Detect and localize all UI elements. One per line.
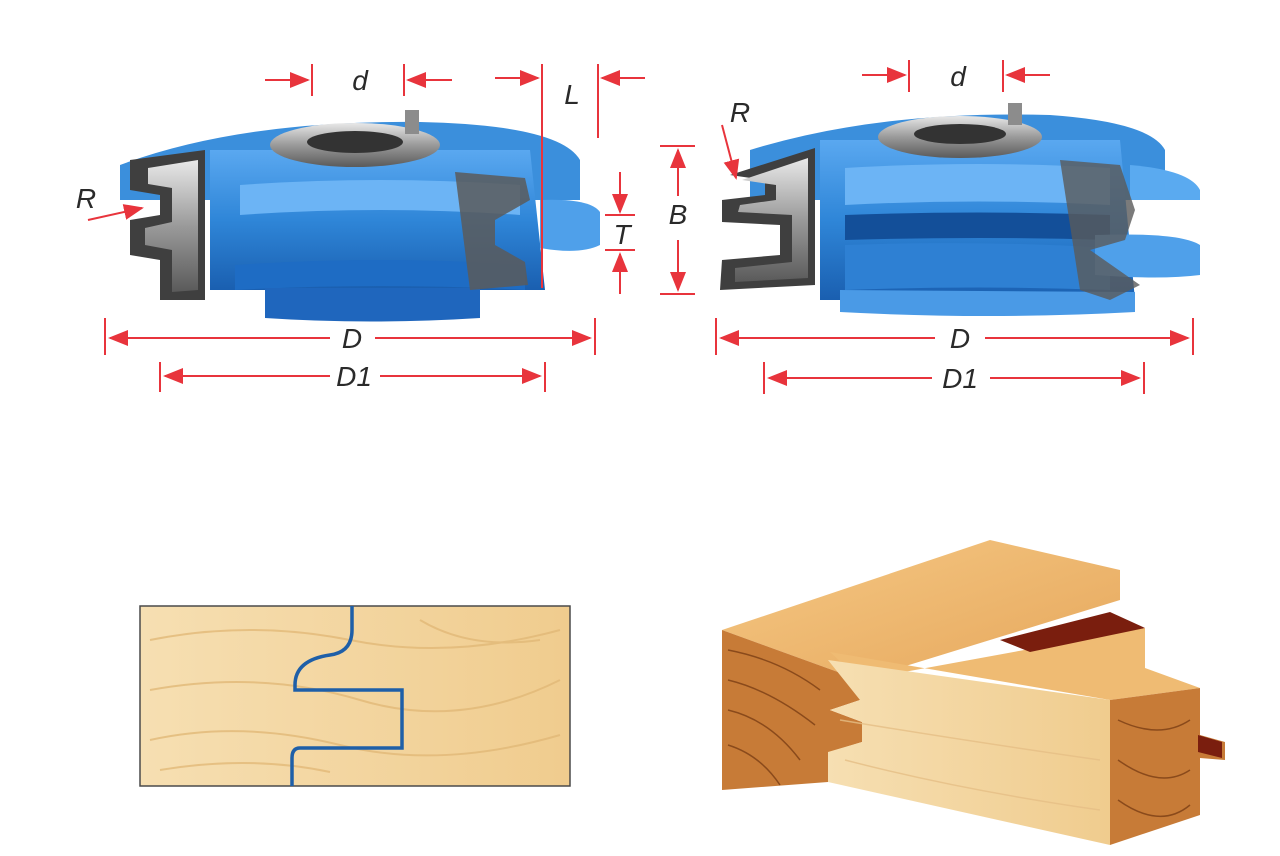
left-dimension-labels: d L R T D D1: [76, 65, 633, 392]
right-cutter-body: [720, 103, 1200, 316]
left-cutter-body: [120, 110, 600, 322]
right-label-cut-height: B: [669, 199, 688, 230]
right-label-bore: d: [950, 61, 967, 92]
tongue-groove-profile-icon: [139, 605, 571, 787]
wood-joint-3d-icon: [722, 540, 1225, 845]
right-label-inner-diameter: D1: [942, 363, 978, 394]
left-label-inner-diameter: D1: [336, 361, 372, 392]
left-cutter: d L R T D D1: [76, 64, 645, 392]
left-dimensions: [87, 64, 645, 392]
right-label-radius: R: [730, 97, 750, 128]
right-dimension-labels: d R B D D1: [669, 61, 978, 394]
left-label-radius: R: [76, 183, 96, 214]
right-cutter: d R B D D1: [660, 60, 1200, 394]
right-label-diameter: D: [950, 323, 970, 354]
profile-cut-line: [290, 606, 404, 786]
left-label-tongue: T: [613, 219, 632, 250]
right-dimensions: [660, 60, 1194, 394]
left-label-diameter: D: [342, 323, 362, 354]
left-label-bore: d: [352, 65, 369, 96]
left-label-shank-length: L: [564, 79, 580, 110]
